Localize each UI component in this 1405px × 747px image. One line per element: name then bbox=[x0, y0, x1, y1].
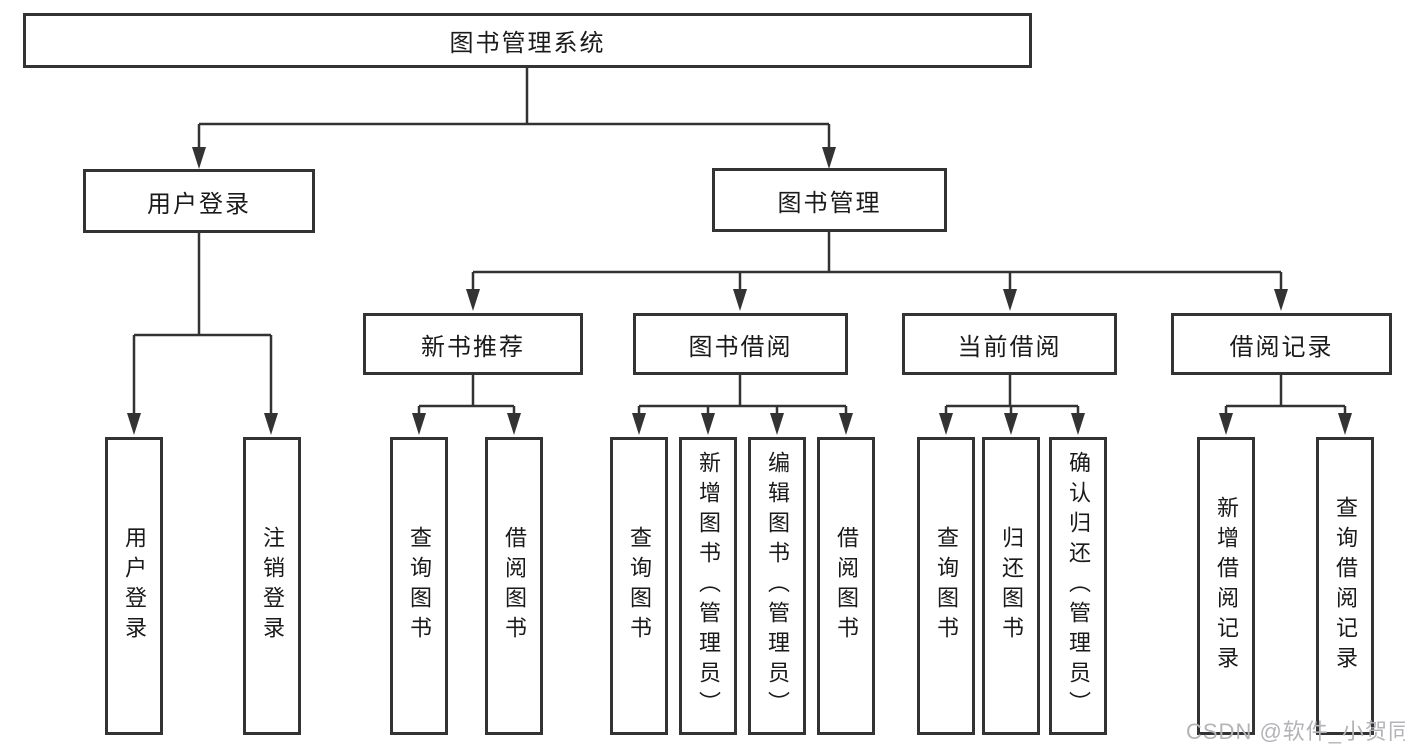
node-label: 注销登录 bbox=[260, 526, 285, 646]
leaf-return-books: 归还图书 bbox=[982, 437, 1040, 735]
leaf-borrow-books-1: 借阅图书 bbox=[485, 437, 543, 735]
node-label: 用户登录 bbox=[147, 190, 251, 218]
node-label: 查询图书 bbox=[407, 526, 432, 646]
node-user-login: 用户登录 bbox=[83, 169, 315, 233]
node-new-book-recommend: 新书推荐 bbox=[363, 313, 583, 375]
node-label: 查询借阅记录 bbox=[1333, 496, 1358, 676]
node-label: 查询图书 bbox=[627, 526, 652, 646]
leaf-logout: 注销登录 bbox=[243, 437, 301, 735]
leaf-confirm-return-admin: 确认归还（管理员） bbox=[1049, 437, 1107, 735]
watermark-text: CSDN @软件_小贺同学 bbox=[1186, 719, 1405, 744]
node-label: 新书推荐 bbox=[421, 333, 525, 361]
node-root-library-system: 图书管理系统 bbox=[23, 13, 1032, 68]
node-label: 归还图书 bbox=[999, 526, 1024, 646]
leaf-edit-books-admin: 编辑图书（管理员） bbox=[748, 437, 806, 735]
leaf-query-books-1: 查询图书 bbox=[390, 437, 448, 735]
leaf-borrow-books-2: 借阅图书 bbox=[817, 437, 875, 735]
node-label: 图书借阅 bbox=[688, 333, 793, 361]
node-current-borrowing: 当前借阅 bbox=[902, 313, 1117, 375]
leaf-add-books-admin: 新增图书（管理员） bbox=[679, 437, 737, 735]
node-label: 新增借阅记录 bbox=[1214, 496, 1239, 676]
leaf-query-books-3: 查询图书 bbox=[917, 437, 975, 735]
node-label: 借阅图书 bbox=[834, 526, 859, 646]
node-label: 编辑图书（管理员） bbox=[765, 451, 790, 721]
node-book-management: 图书管理 bbox=[712, 168, 947, 232]
leaf-query-borrow-record: 查询借阅记录 bbox=[1316, 437, 1374, 735]
node-book-borrowing: 图书借阅 bbox=[633, 313, 848, 375]
leaf-user-login: 用户登录 bbox=[105, 437, 163, 735]
node-label: 借阅图书 bbox=[502, 526, 527, 646]
node-borrowing-records: 借阅记录 bbox=[1171, 313, 1392, 375]
node-label: 图书管理 bbox=[777, 189, 882, 217]
node-label: 新增图书（管理员） bbox=[696, 451, 721, 721]
leaf-add-borrow-record: 新增借阅记录 bbox=[1197, 437, 1255, 735]
leaf-query-books-2: 查询图书 bbox=[610, 437, 668, 735]
node-label: 查询图书 bbox=[934, 526, 959, 646]
node-label: 借阅记录 bbox=[1229, 333, 1334, 361]
node-label: 当前借阅 bbox=[957, 333, 1062, 361]
node-label: 用户登录 bbox=[122, 526, 147, 646]
node-label: 图书管理系统 bbox=[449, 30, 606, 57]
node-label: 确认归还（管理员） bbox=[1066, 451, 1091, 721]
